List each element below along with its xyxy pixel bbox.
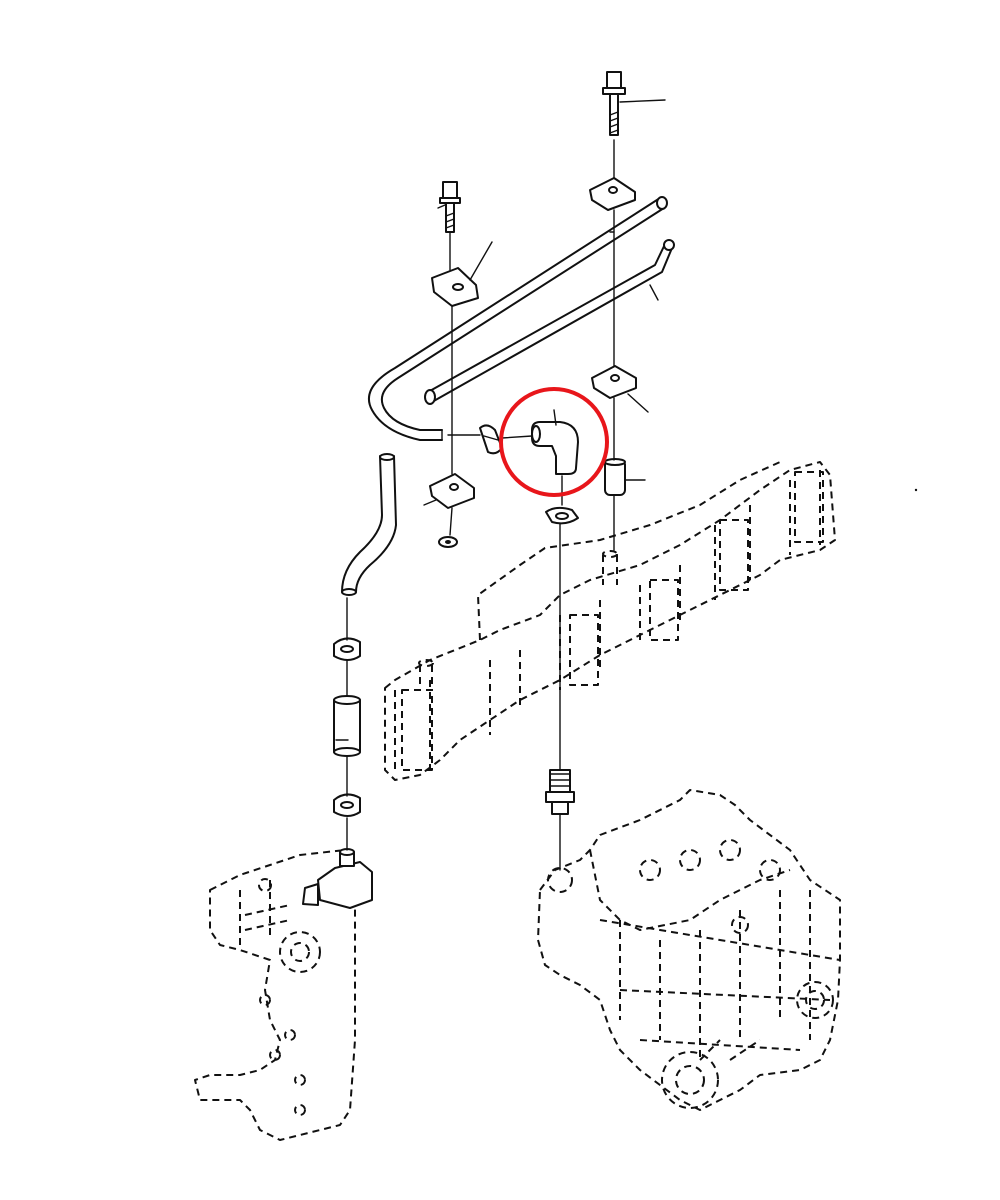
clamp-upper-left	[431, 241, 493, 307]
clamp-mid-left	[423, 473, 475, 509]
dust-speck	[914, 488, 918, 492]
coolant-hose-left	[341, 453, 397, 596]
hose-clip-left-1	[333, 637, 361, 661]
bolt-upper-left	[437, 181, 461, 233]
threaded-connector	[545, 769, 575, 815]
coolant-pipe-lower	[424, 239, 675, 405]
tee-fitting	[302, 848, 373, 909]
exhaust-manifold	[384, 461, 836, 781]
clamp-mid-right	[591, 365, 649, 413]
hose-clip-center	[545, 506, 579, 525]
leader-lines	[346, 139, 659, 871]
washer-left	[438, 536, 458, 548]
clamp-upper-right	[589, 177, 636, 211]
bolt-upper-right	[602, 71, 666, 136]
hose-clip-left-2	[333, 793, 361, 817]
sleeve-right	[604, 458, 646, 496]
highlight-circle	[499, 387, 609, 497]
coolant-pipe-upper	[367, 196, 668, 441]
hose-sleeve-left	[333, 695, 361, 757]
engine-block	[537, 789, 841, 1111]
elbow-hose	[531, 409, 579, 475]
hose-clip-near-pipe	[479, 424, 503, 455]
